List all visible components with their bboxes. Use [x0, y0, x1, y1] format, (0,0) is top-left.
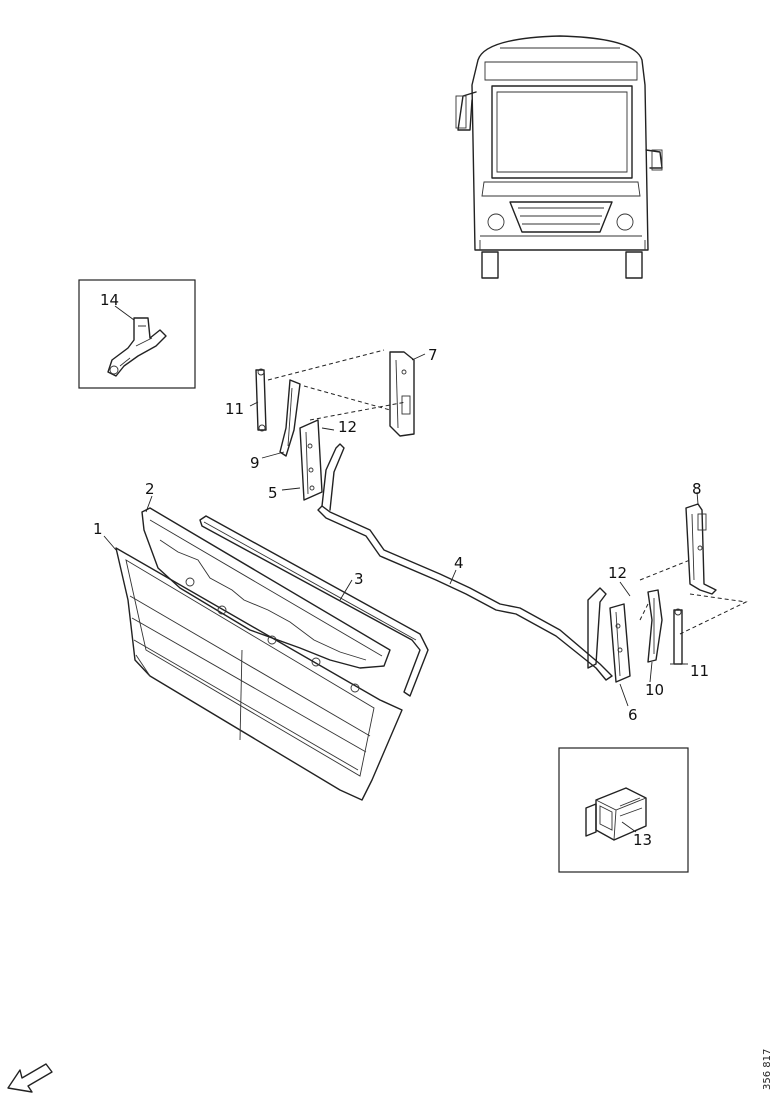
part-7-upper-bracket [389, 351, 415, 437]
part-1-grille-frame [115, 547, 403, 801]
drawing-reference-number: 356 817 [762, 1049, 773, 1090]
callout-5: 5 [268, 484, 278, 502]
part-9-left-strut [279, 379, 301, 457]
callout-14: 14 [100, 291, 119, 309]
callout-8: 8 [692, 480, 702, 498]
callout-13: 13 [633, 831, 652, 849]
callout-10: 10 [645, 681, 664, 699]
part-11-left-bolt [255, 368, 267, 432]
part-4-cross-beam [317, 443, 613, 681]
callout-4: 4 [454, 554, 464, 572]
detail-box-14: 14 [78, 279, 196, 389]
callout-9: 9 [250, 454, 260, 472]
callout-2: 2 [145, 480, 155, 498]
callout-11-right: 11 [690, 662, 709, 680]
callout-labels: 1 2 3 4 5 6 7 8 9 10 11 11 12 12 [93, 346, 709, 724]
callout-12-right: 12 [608, 564, 627, 582]
right-upright-strip [587, 587, 607, 669]
callout-12-left: 12 [338, 418, 357, 436]
part-10-right-strut [647, 589, 663, 663]
part-11-right-bolt [670, 608, 688, 665]
dashed-connection-lines [267, 349, 748, 635]
part-5-left-bracket [299, 419, 323, 501]
part-6-right-bracket [609, 603, 631, 683]
leader-lines [103, 353, 699, 707]
part-8-right-bracket [685, 503, 717, 595]
callout-3: 3 [354, 570, 364, 588]
front-direction-arrow-icon [7, 1063, 53, 1093]
callout-11-left: 11 [225, 400, 244, 418]
detail-box-13: 13 [558, 747, 689, 873]
callout-7: 7 [428, 346, 438, 364]
part-2-upper-panel [141, 507, 391, 693]
bus-front-overview [455, 35, 663, 279]
part-3-seal-strip [199, 515, 429, 697]
callout-1: 1 [93, 520, 103, 538]
callout-6: 6 [628, 706, 638, 724]
